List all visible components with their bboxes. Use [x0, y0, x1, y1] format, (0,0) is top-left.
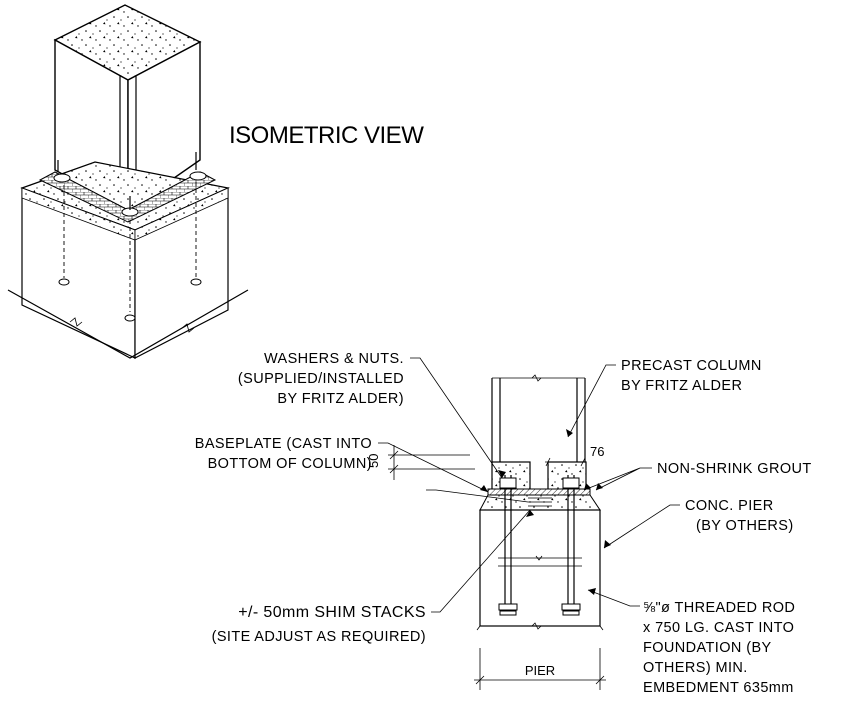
notes: WASHERS & NUTS. (SUPPLIED/INSTALLED BY F…	[195, 351, 812, 696]
baseplate-note-line1: BASEPLATE (CAST INTO	[195, 436, 372, 452]
rod-note-line4: OTHERS) MIN.	[643, 660, 748, 676]
pier-width-dimension: PIER	[525, 663, 555, 678]
rod-note-line3: FOUNDATION (BY	[643, 640, 772, 656]
washers-note-line1: WASHERS & NUTS.	[264, 351, 404, 367]
grout-note: NON-SHRINK GROUT	[657, 461, 812, 477]
wall-dimension: 76	[590, 444, 604, 459]
shim-note-line1: +/- 50mm SHIM STACKS	[238, 604, 426, 621]
baseplate	[487, 488, 591, 496]
precast-note-line1: PRECAST COLUMN	[621, 358, 762, 374]
rod-note-line1: ⅝"ø THREADED ROD	[643, 600, 795, 616]
column-right-face	[127, 40, 201, 212]
baseplate-note-line2: BOTTOM OF COLUMN)	[208, 456, 372, 472]
washers-note-line3: BY FRITZ ALDER)	[277, 391, 404, 407]
pier	[479, 509, 601, 627]
leader-lines	[378, 357, 680, 613]
pier-note-line2: (BY OTHERS)	[696, 518, 794, 534]
grout	[479, 494, 601, 511]
section-detail	[388, 374, 606, 690]
isometric-view-title: ISOMETRIC VIEW	[229, 122, 424, 149]
rod-note-line2: x 750 LG. CAST INTO	[643, 620, 794, 636]
pier-note-line1: CONC. PIER	[685, 498, 774, 514]
rod-note-line5: EMBEDMENT 635mm	[643, 680, 794, 696]
grout-height-dimension: 50	[366, 454, 381, 468]
precast-note-line2: BY FRITZ ALDER	[621, 378, 742, 394]
isometric-view	[7, 4, 249, 359]
shim-note-line2: (SITE ADJUST AS REQUIRED)	[212, 629, 426, 645]
washers-note-line2: (SUPPLIED/INSTALLED	[238, 371, 404, 387]
